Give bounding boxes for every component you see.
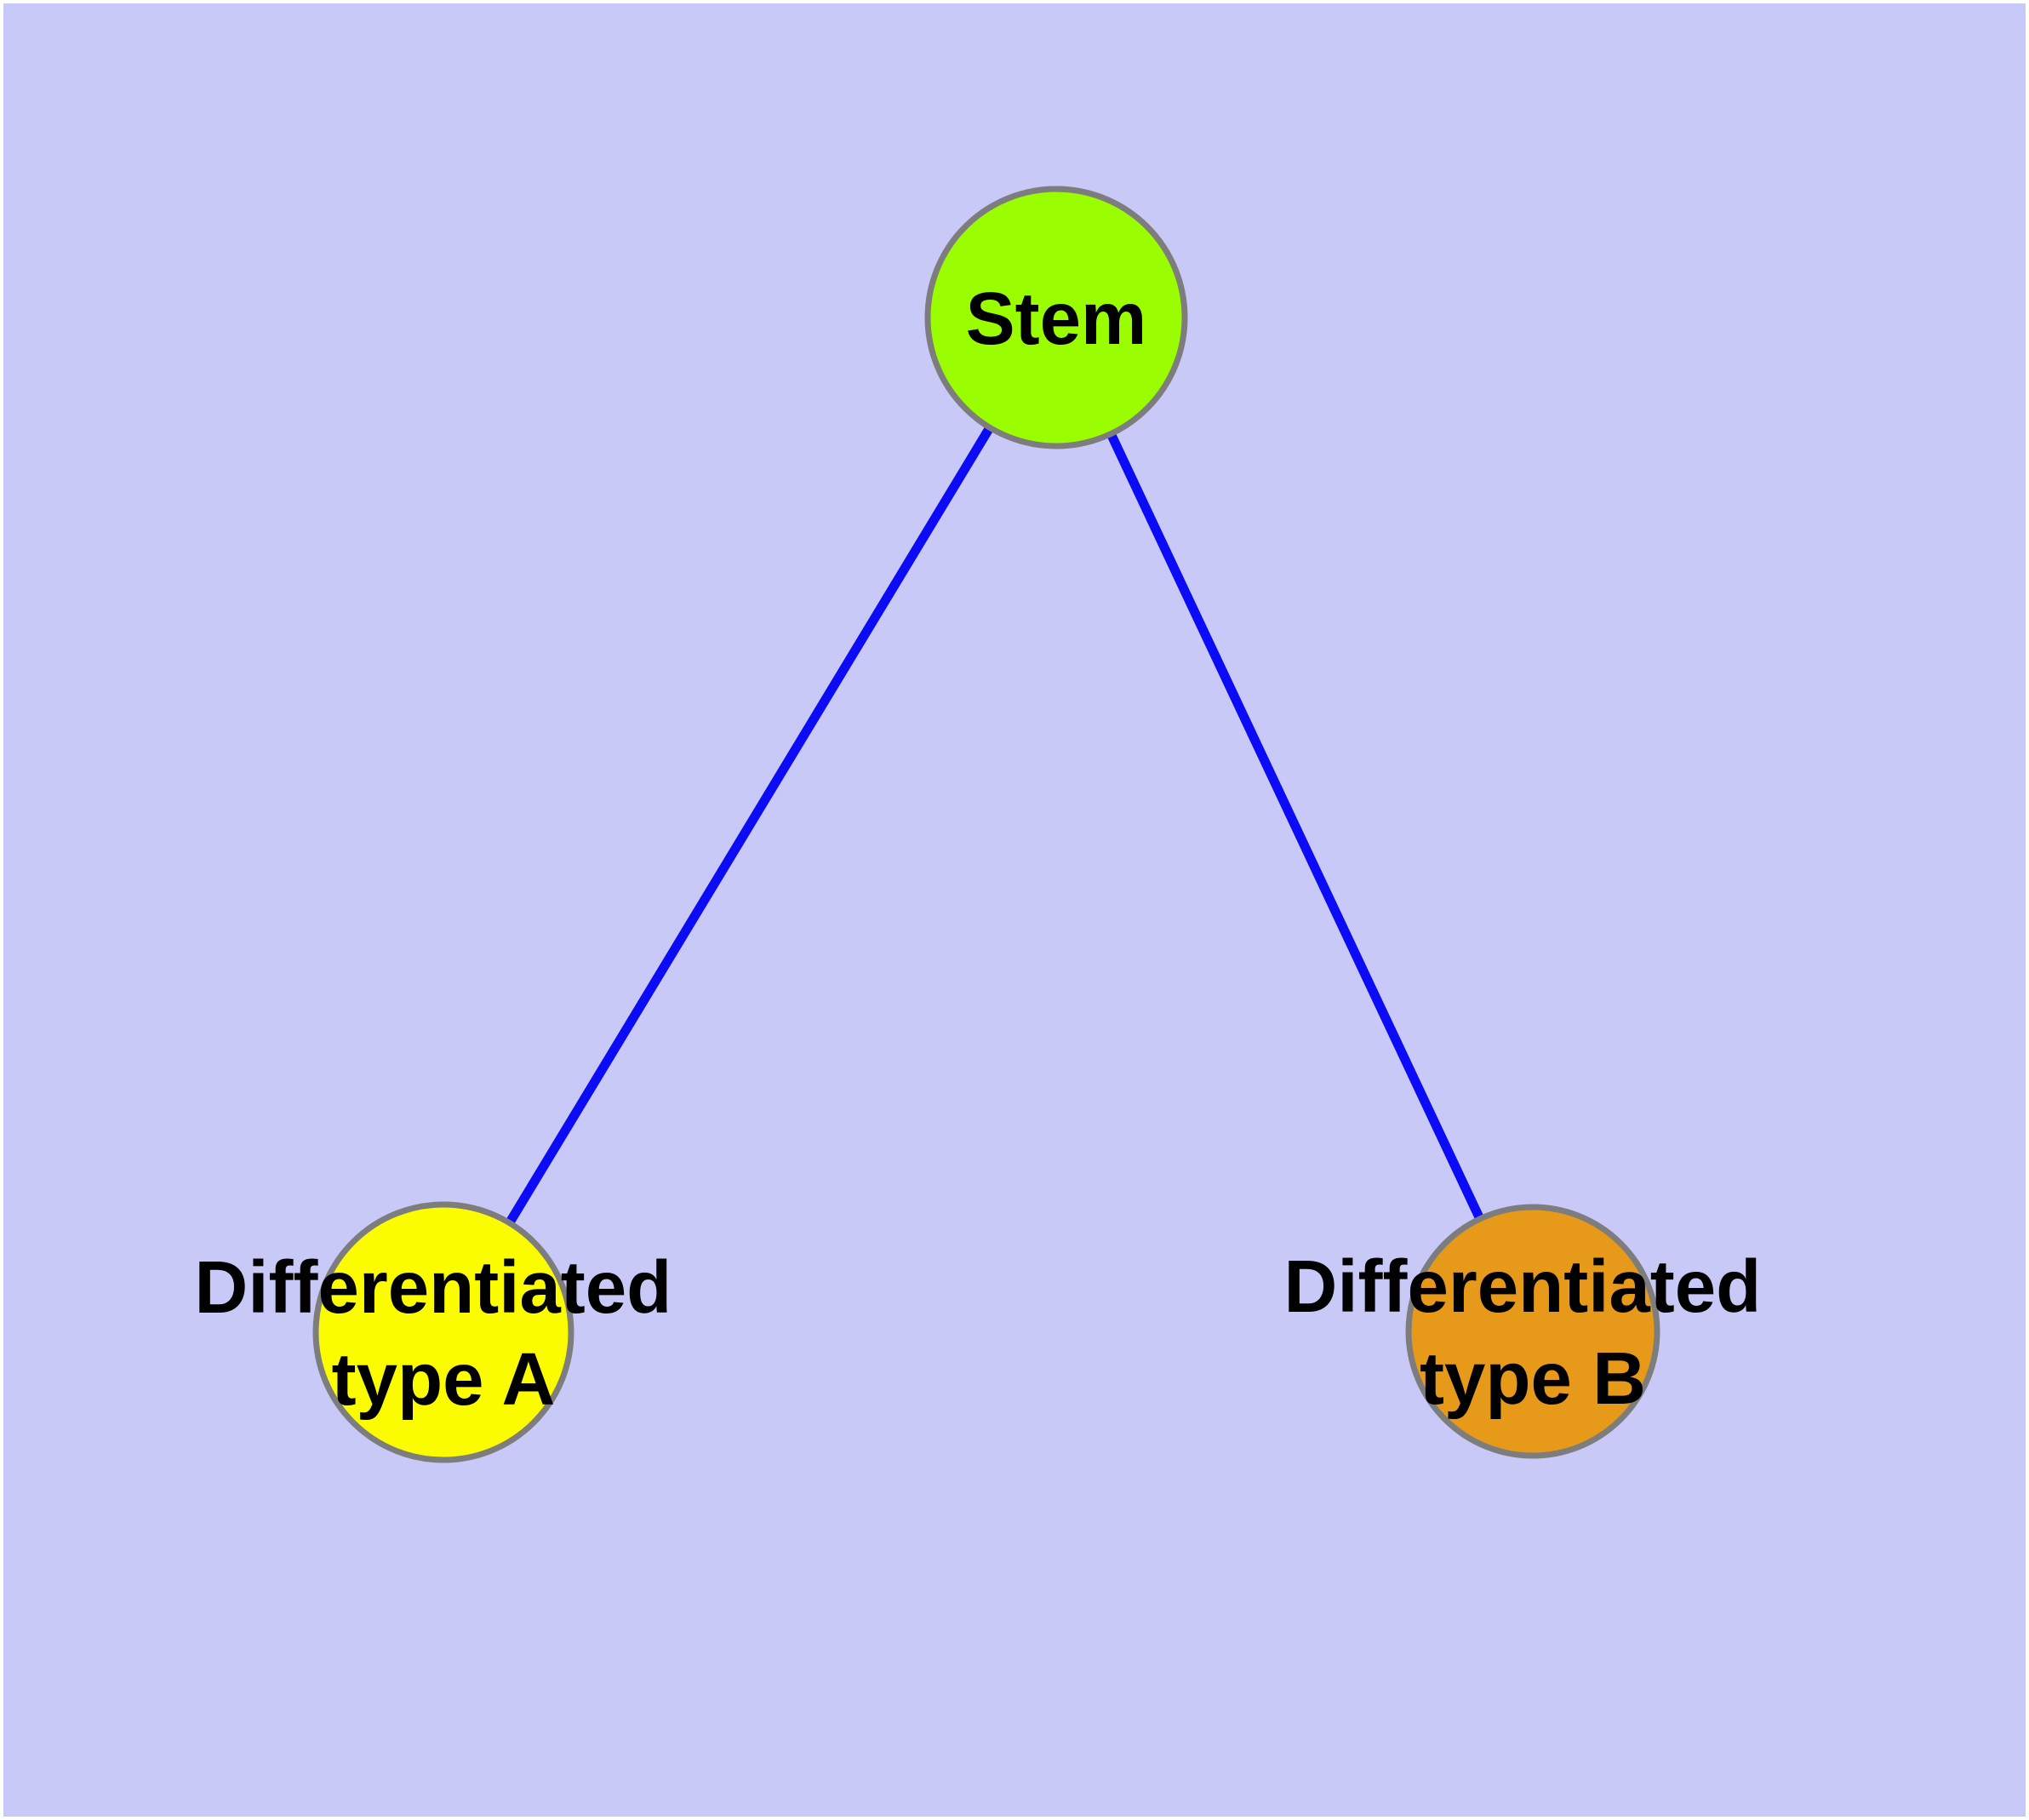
node-type-b-label-line1: Differentiated	[1284, 1245, 1762, 1328]
node-differentiated-type-b	[1405, 1204, 1660, 1459]
node-stem	[924, 186, 1188, 449]
node-type-a-label-line1: Differentiated	[195, 1246, 672, 1329]
edge-stem-to-type-b	[1052, 315, 1537, 1334]
node-differentiated-type-a	[312, 1201, 574, 1463]
node-stem-label-line: Stem	[966, 278, 1147, 360]
node-type-b-label-line2: type B	[1420, 1337, 1646, 1420]
node-differentiated-type-b-label: Differentiated type B	[1284, 1245, 1782, 1420]
node-differentiated-type-a-label: Differentiated type A	[195, 1246, 693, 1421]
edge-stem-to-type-a	[439, 315, 1060, 1335]
node-type-a-label-line2: type A	[332, 1338, 556, 1421]
node-stem-label: Stem	[966, 278, 1147, 360]
